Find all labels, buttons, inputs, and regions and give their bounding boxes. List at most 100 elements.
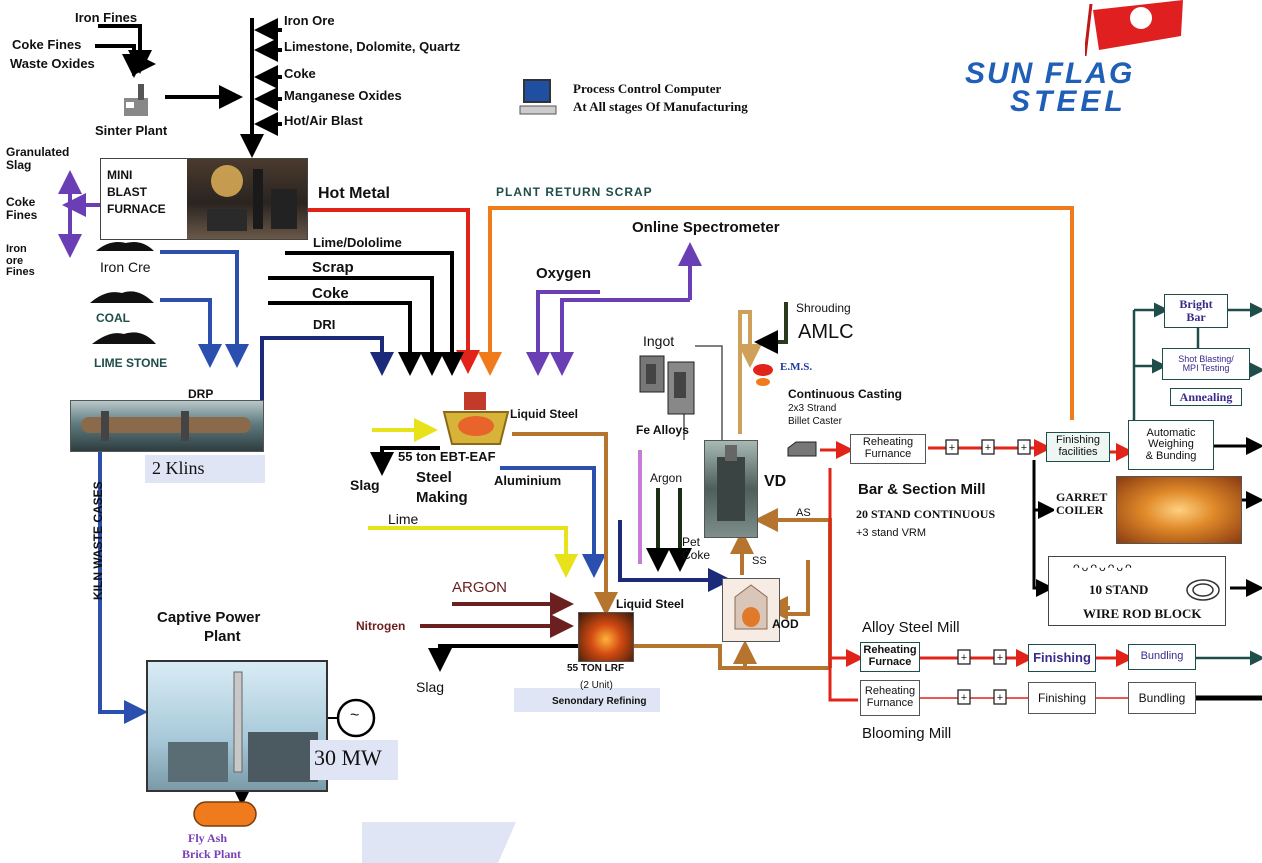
- kiln-waste-label: KILN WASTE CASES: [91, 481, 105, 600]
- bf-out-coke: Coke Fines: [6, 195, 38, 222]
- alloy-mill-title: Alloy Steel Mill: [862, 619, 960, 636]
- ems-label: E.M.S.: [780, 361, 813, 373]
- fly-ash-label1: Fly Ash: [188, 831, 228, 845]
- sinter-plant-label: Sinter Plant: [95, 123, 168, 138]
- computer-icon: [518, 78, 558, 116]
- lrf-photo: [578, 612, 634, 662]
- bf-input-coke: Coke: [284, 66, 316, 81]
- aod-label: AOD: [772, 617, 799, 631]
- svg-text:+: +: [961, 652, 967, 664]
- ems-coil-icon: [750, 360, 776, 386]
- eaf-input-dri: DRI: [313, 317, 336, 332]
- wire-rod-stands: ᴖᴗᴖᴗᴖᴗᴖ: [1073, 560, 1134, 574]
- liquid-steel-label-1: Liquid Steel: [510, 407, 579, 421]
- klins-bg: [145, 455, 265, 483]
- svg-text:+: +: [949, 442, 955, 454]
- eaf-input-coke: Coke: [312, 285, 349, 302]
- argon-lrf-label: ARGON: [452, 579, 508, 596]
- input-coke-fines: Coke Fines: [12, 37, 82, 52]
- coil-icon: [1186, 579, 1220, 601]
- ingot-icon: [638, 352, 704, 416]
- mw-bg: [310, 740, 398, 780]
- pet-coke-label: Pet Coke: [682, 535, 711, 562]
- power-plant-label1: Captive Power: [157, 609, 261, 626]
- auto-weighing-box: Automatic Weighing & Bunding: [1128, 420, 1214, 470]
- bf-input-manganese: Manganese Oxides: [284, 88, 402, 103]
- sunflag-logo: [1083, 0, 1195, 57]
- power-plant-label2: Plant: [204, 628, 241, 645]
- caster-sub1: 2x3 Strand: [788, 403, 837, 414]
- wire-rod-l2: WIRE ROD BLOCK: [1083, 606, 1202, 621]
- bar-mill-sub1: 20 STAND CONTINUOUS: [856, 507, 996, 521]
- blooming-reheat-box: Reheating Furnance: [860, 680, 920, 716]
- input-waste-oxides: Waste Oxides: [10, 56, 95, 71]
- flag-icon: [1083, 0, 1183, 57]
- billet-icon: [786, 440, 818, 458]
- svg-text:+: +: [1021, 442, 1027, 454]
- argon-vd-label: Argon: [650, 471, 683, 485]
- power-mw-label: 30 MW: [314, 745, 382, 770]
- shrouding-label: Shrouding: [796, 301, 851, 315]
- lrf-l3: Senondary Refining: [552, 696, 647, 707]
- bar-mill-sub2: +3 stand VRM: [856, 527, 927, 539]
- svg-text:+: +: [961, 692, 967, 704]
- blooming-finishing-box: Finishing: [1028, 682, 1096, 714]
- bf-input-iron-ore: Iron Ore: [284, 13, 335, 28]
- ss-label: SS: [752, 555, 767, 567]
- svg-text:+: +: [997, 652, 1003, 664]
- bar-finishing-box: Finishing facilities: [1046, 432, 1110, 462]
- brand-line1: SUN FLAG: [965, 57, 1135, 90]
- legend-line2: At All stages Of Manufacturing: [573, 99, 748, 114]
- ingot-label: Ingot: [643, 333, 675, 349]
- klins-label: 2 Klins: [152, 458, 205, 478]
- caster-sub2: Billet Caster: [788, 416, 842, 427]
- eaf-input-lime: Lime/Dololime: [313, 235, 402, 250]
- as-label: AS: [796, 507, 811, 519]
- alloy-reheat-box: Reheating Furnace: [860, 642, 920, 672]
- sinter-plant-icon: [120, 80, 154, 120]
- aluminium-label: Aluminium: [494, 473, 562, 488]
- eaf-name: 55 ton EBT-EAF: [398, 449, 496, 464]
- pile-icon: [92, 328, 156, 344]
- garret-label: GARRET COILER: [1054, 490, 1110, 518]
- svg-text:+: +: [997, 692, 1003, 704]
- lrf-caption-bg: [514, 688, 660, 712]
- legend-line1: Process Control Computer: [573, 81, 722, 96]
- lrf-l2: (2 Unit): [580, 680, 613, 691]
- return-scrap-label: PLANT RETURN SCRAP: [496, 185, 653, 199]
- bf-out-slag: Granulated Slag: [6, 145, 70, 172]
- drp-input-iron-ore: Iron Cre: [100, 259, 151, 275]
- eaf-furnace-icon: [440, 392, 512, 450]
- bf-title-2: BLAST: [107, 185, 147, 199]
- lime-label: Lime: [388, 511, 419, 527]
- vd-photo: [704, 440, 758, 538]
- alloy-bundling-box: Bundling: [1128, 644, 1196, 670]
- bf-title-1: MINI: [107, 168, 133, 182]
- power-plant-photo: [146, 660, 328, 792]
- garret-coiler-photo: [1116, 476, 1242, 544]
- blast-furnace-photo: [187, 159, 307, 239]
- brand-line2: STEEL: [1010, 85, 1127, 118]
- amlc-label: AMLC: [798, 321, 854, 343]
- spectrometer-label: Online Spectrometer: [632, 219, 780, 236]
- steel-making-1: Steel: [416, 469, 452, 486]
- drp-input-coal: COAL: [96, 311, 130, 325]
- blooming-mill-title: Blooming Mill: [862, 725, 952, 742]
- wire-rod-l1: 10 STAND: [1089, 582, 1149, 597]
- shot-blasting-box: Shot Blasting/ MPI Testing: [1162, 348, 1250, 380]
- steel-making-2: Making: [416, 489, 468, 506]
- pile-icon: [96, 238, 154, 251]
- wire-rod-box: ᴖᴗᴖᴗᴖᴗᴖ 10 STAND WIRE ROD BLOCK: [1048, 556, 1226, 626]
- input-iron-fines: Iron Fines: [75, 10, 138, 25]
- oxygen-label: Oxygen: [536, 265, 592, 282]
- caster-title: Continuous Casting: [788, 387, 902, 401]
- fly-ash-label2: Brick Plant: [182, 847, 241, 861]
- bar-reheat-box: Reheating Furnance: [850, 434, 926, 464]
- drp-input-limestone: LIME STONE: [94, 356, 168, 370]
- eaf-slag: Slag: [350, 477, 380, 493]
- bf-title-3: FURNACE: [107, 202, 166, 216]
- bright-bar-box: Bright Bar: [1164, 294, 1228, 328]
- nitrogen-label: Nitrogen: [356, 619, 406, 633]
